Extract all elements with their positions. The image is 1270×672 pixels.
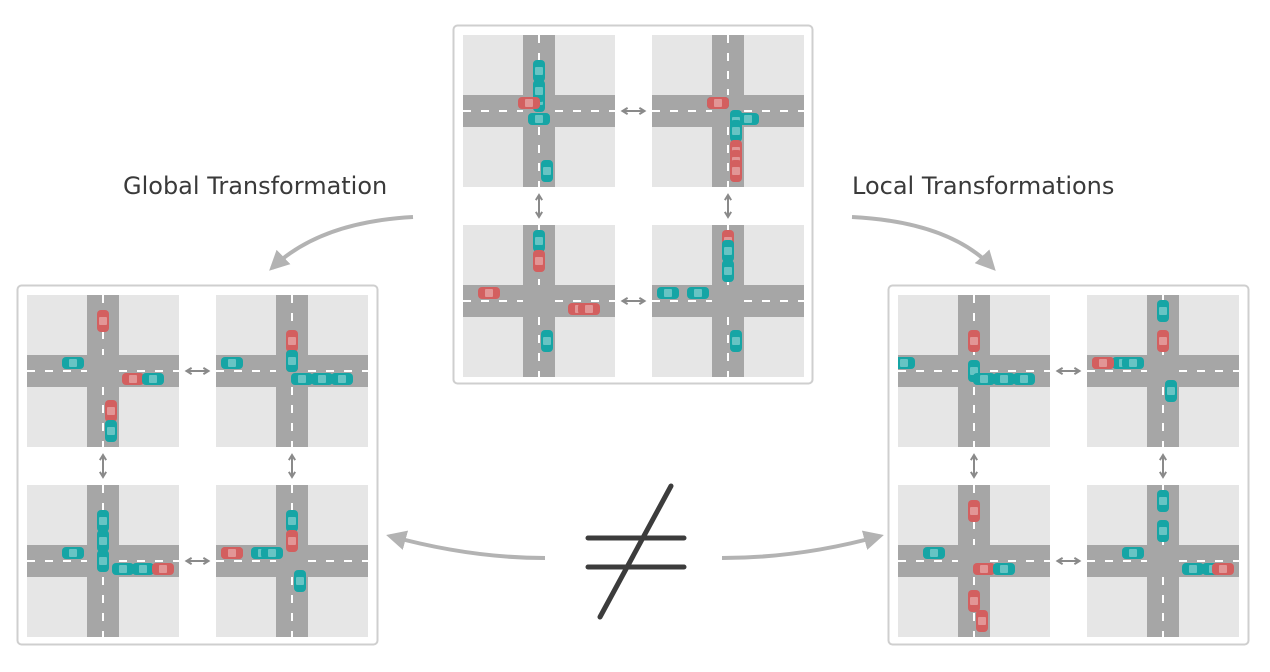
red-car [105,400,117,422]
teal-car [541,160,553,182]
teal-car [1157,300,1169,322]
red-car [533,250,545,272]
red-car [730,160,742,182]
red-car [973,563,995,575]
teal-car [722,260,734,282]
not-equal-left-arrow [386,530,546,560]
teal-car [993,563,1015,575]
teal-car [722,240,734,262]
local-transformations-arrow [851,215,996,271]
red-car [122,373,144,385]
global-transformation-panel [16,284,379,646]
intersection-tile [463,225,615,377]
red-car [707,97,729,109]
intersection-tile [1087,485,1239,637]
up-down-arrow-icon [99,453,107,479]
intersection-tile [463,35,615,187]
teal-car [1165,380,1177,402]
teal-car [993,373,1015,385]
local-transformations-label: Local Transformations [852,172,1115,200]
red-car [286,530,298,552]
teal-car [97,530,109,552]
red-car [152,563,174,575]
up-down-arrow-icon [288,453,296,479]
not-equal-icon [585,483,687,620]
teal-car [657,287,679,299]
red-car [578,303,600,315]
teal-car [221,357,243,369]
teal-car [62,547,84,559]
left-right-arrow-icon [620,297,647,305]
teal-car [1013,373,1035,385]
teal-car [112,563,134,575]
intersection-tile [652,225,804,377]
local-transformations-panel [887,284,1250,646]
up-down-arrow-icon [535,193,543,219]
teal-car [1157,490,1169,512]
red-car [1157,330,1169,352]
teal-car [528,113,550,125]
left-right-arrow-icon [620,107,647,115]
teal-car [730,120,742,142]
teal-car [541,330,553,352]
red-car [518,97,540,109]
intersection-tile [898,295,1050,447]
original-panel [452,24,814,385]
teal-car [261,547,283,559]
intersection-tile [1087,295,1239,447]
teal-car [331,373,353,385]
teal-car [311,373,333,385]
teal-car [687,287,709,299]
teal-car [730,330,742,352]
teal-car [142,373,164,385]
not-equal-right-arrow [721,530,884,560]
teal-car [286,510,298,532]
teal-car [291,373,313,385]
global-transformation-arrow [269,215,414,271]
teal-car [1122,547,1144,559]
red-car [968,500,980,522]
teal-car [1157,520,1169,542]
red-car [478,287,500,299]
global-transformation-label: Global Transformation [123,172,388,200]
red-car [968,590,980,612]
up-down-arrow-icon [1159,453,1167,479]
red-car [1212,563,1234,575]
teal-car [62,357,84,369]
teal-car [533,60,545,82]
teal-car [1122,357,1144,369]
teal-car [132,563,154,575]
teal-car [533,230,545,252]
left-right-arrow-icon [184,557,211,565]
teal-car [105,420,117,442]
teal-car [923,547,945,559]
teal-car [294,570,306,592]
intersection-tile [27,485,179,637]
teal-car [1182,563,1204,575]
teal-car [898,357,915,369]
intersection-tile [27,295,179,447]
teal-car [973,373,995,385]
red-car [1092,357,1114,369]
red-car [968,330,980,352]
intersection-tile [898,485,1050,637]
teal-car [737,113,759,125]
red-car [221,547,243,559]
up-down-arrow-icon [724,193,732,219]
up-down-arrow-icon [970,453,978,479]
teal-car [97,550,109,572]
teal-car [533,80,545,102]
intersection-tile [216,485,368,637]
intersection-tile [216,295,368,447]
left-right-arrow-icon [184,367,211,375]
intersection-tile [652,35,804,187]
teal-car [286,350,298,372]
left-right-arrow-icon [1055,367,1082,375]
left-right-arrow-icon [1055,557,1082,565]
teal-car [97,510,109,532]
red-car [97,310,109,332]
red-car [286,330,298,352]
red-car [976,610,988,632]
